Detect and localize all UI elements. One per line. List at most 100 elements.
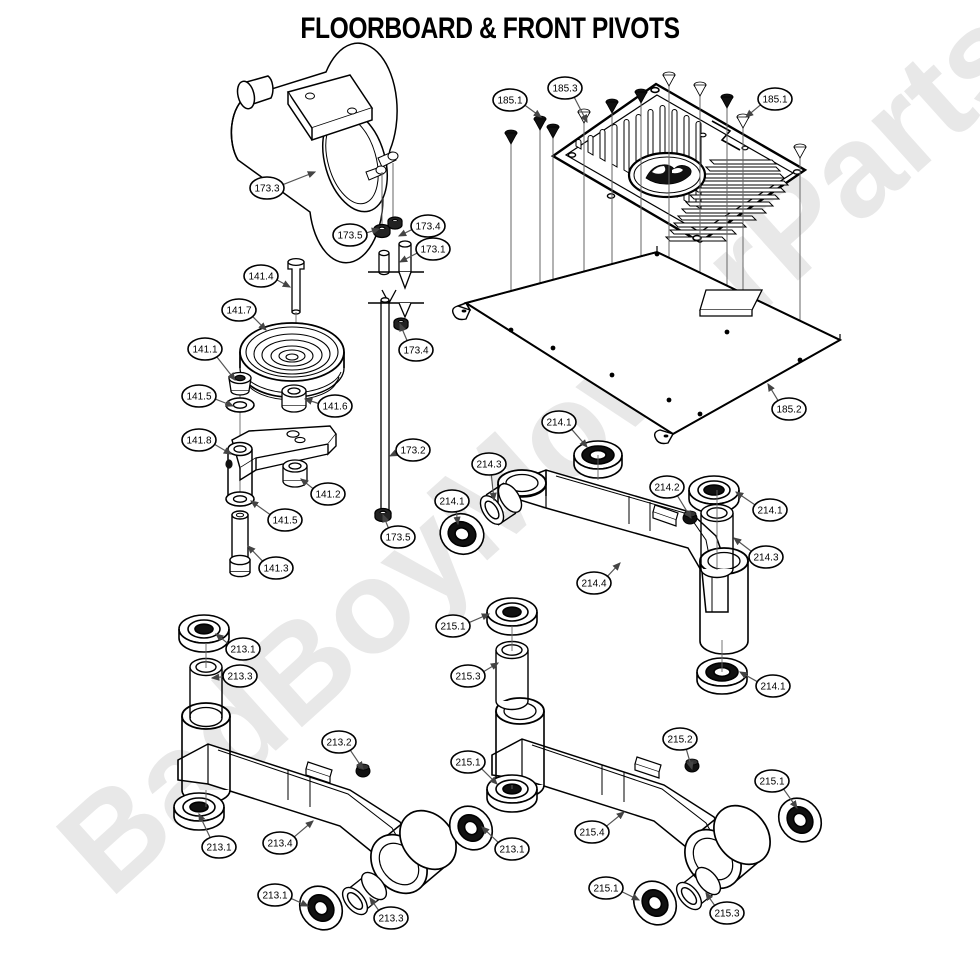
callout-bubble[interactable] xyxy=(435,614,471,638)
callout-141-6[interactable]: 141.6 xyxy=(303,394,353,418)
callout-215-3[interactable]: 215.3 xyxy=(450,662,500,688)
callout-bubble[interactable] xyxy=(373,906,409,930)
callout-215-1[interactable]: 215.1 xyxy=(588,876,641,901)
callout-bubble[interactable] xyxy=(450,664,486,688)
callout-bubble[interactable] xyxy=(576,571,612,595)
callout-bubble[interactable] xyxy=(181,428,217,452)
callout-214-3[interactable]: 214.3 xyxy=(471,452,507,502)
callout-bubble[interactable] xyxy=(471,452,507,476)
callout-bubble[interactable] xyxy=(380,525,416,549)
callout-214-2[interactable]: 214.2 xyxy=(649,475,692,520)
callout-213-1[interactable]: 213.1 xyxy=(198,812,237,859)
callout-bubble[interactable] xyxy=(222,664,258,688)
callout-bubble[interactable] xyxy=(754,769,790,793)
callout-173-3[interactable]: 173.3 xyxy=(249,171,317,200)
callout-bubble[interactable] xyxy=(410,214,446,238)
callout-bubble[interactable] xyxy=(321,730,357,754)
callout-215-2[interactable]: 215.2 xyxy=(662,727,698,771)
callout-label: 141.3 xyxy=(263,564,288,575)
callout-213-1[interactable]: 213.1 xyxy=(257,883,310,907)
callout-173-5[interactable]: 173.5 xyxy=(380,513,416,549)
leader-line xyxy=(481,768,498,785)
callout-141-2[interactable]: 141.2 xyxy=(300,478,346,506)
callout-215-1[interactable]: 215.1 xyxy=(450,750,498,785)
bolt-head xyxy=(504,129,518,145)
callout-bubble[interactable] xyxy=(187,337,223,361)
callout-214-1[interactable]: 214.1 xyxy=(735,491,788,522)
callout-185-1[interactable]: 185.1 xyxy=(492,88,542,118)
callout-141-4[interactable]: 141.4 xyxy=(243,264,292,288)
callout-bubble[interactable] xyxy=(755,674,791,698)
leader-line xyxy=(293,820,314,838)
leader-line xyxy=(483,662,500,673)
callout-bubble[interactable] xyxy=(395,438,431,462)
callout-185-3[interactable]: 185.3 xyxy=(547,76,588,124)
callout-215-1[interactable]: 215.1 xyxy=(754,769,798,809)
callout-141-7[interactable]: 141.7 xyxy=(221,298,267,331)
callout-bubble[interactable] xyxy=(588,876,624,900)
callout-bubble[interactable] xyxy=(752,498,788,522)
callout-bubble[interactable] xyxy=(225,637,261,661)
callout-bubble[interactable] xyxy=(267,508,303,532)
leader-line xyxy=(382,513,390,529)
callout-173-4[interactable]: 173.4 xyxy=(397,214,446,238)
callout-bubble[interactable] xyxy=(434,489,470,513)
callout-173-1[interactable]: 173.1 xyxy=(398,237,451,263)
callout-bubble[interactable] xyxy=(249,176,285,200)
callout-bubble[interactable] xyxy=(317,394,353,418)
callout-bubble[interactable] xyxy=(574,820,610,844)
callout-185-1[interactable]: 185.1 xyxy=(745,87,793,118)
callout-214-1[interactable]: 214.1 xyxy=(434,489,470,526)
callout-141-3[interactable]: 141.3 xyxy=(247,545,294,580)
callout-bubble[interactable] xyxy=(662,727,698,751)
callout-bubble[interactable] xyxy=(649,475,685,499)
callout-bubble[interactable] xyxy=(221,298,257,322)
callout-213-4[interactable]: 213.4 xyxy=(262,820,314,855)
callout-185-2[interactable]: 185.2 xyxy=(767,382,807,421)
callout-213-2[interactable]: 213.2 xyxy=(321,730,364,770)
callout-bubble[interactable] xyxy=(181,384,217,408)
callout-bubble[interactable] xyxy=(771,397,807,421)
callout-141-5[interactable]: 141.5 xyxy=(181,384,235,408)
callout-215-3[interactable]: 215.3 xyxy=(705,892,745,925)
callout-bubble[interactable] xyxy=(492,88,528,112)
callout-bubble[interactable] xyxy=(262,831,298,855)
callout-213-1[interactable]: 213.1 xyxy=(481,826,530,861)
callout-bubble[interactable] xyxy=(398,338,434,362)
callout-bubble[interactable] xyxy=(310,482,346,506)
callout-label: 213.1 xyxy=(230,645,255,656)
callout-173-4[interactable]: 173.4 xyxy=(398,322,434,362)
callout-213-3[interactable]: 213.3 xyxy=(210,664,258,688)
callout-141-8[interactable]: 141.8 xyxy=(181,428,233,455)
callout-bubble[interactable] xyxy=(541,410,577,434)
callout-bubble[interactable] xyxy=(243,264,279,288)
spacer-213-3-lower xyxy=(341,871,388,916)
callout-213-3[interactable]: 213.3 xyxy=(369,897,409,930)
callout-bubble[interactable] xyxy=(547,76,583,100)
callout-bubble[interactable] xyxy=(494,837,530,861)
callout-bubble[interactable] xyxy=(709,901,745,925)
callout-bubble[interactable] xyxy=(257,883,293,907)
callout-bubble[interactable] xyxy=(258,556,294,580)
callout-bubble[interactable] xyxy=(757,87,793,111)
callout-213-1[interactable]: 213.1 xyxy=(215,633,261,661)
leader-line xyxy=(738,671,758,683)
callout-214-3[interactable]: 214.3 xyxy=(733,537,784,569)
callout-bubble[interactable] xyxy=(748,545,784,569)
bearing-213-1-top xyxy=(178,614,230,653)
callout-214-4[interactable]: 214.4 xyxy=(576,562,621,595)
callout-bubble[interactable] xyxy=(415,237,451,261)
callout-173-5[interactable]: 173.5 xyxy=(332,223,381,247)
callout-173-2[interactable]: 173.2 xyxy=(388,438,431,462)
callout-215-4[interactable]: 215.4 xyxy=(574,811,625,844)
callout-215-1[interactable]: 215.1 xyxy=(435,613,491,638)
callout-bubble[interactable] xyxy=(201,835,237,859)
callout-141-1[interactable]: 141.1 xyxy=(187,337,236,381)
callout-bubble[interactable] xyxy=(450,750,486,774)
callout-214-1[interactable]: 214.1 xyxy=(541,410,588,448)
callout-214-1[interactable]: 214.1 xyxy=(738,671,791,698)
callout-label: 213.4 xyxy=(267,839,292,850)
callout-bubble[interactable] xyxy=(332,223,368,247)
callout-141-5[interactable]: 141.5 xyxy=(250,500,303,532)
